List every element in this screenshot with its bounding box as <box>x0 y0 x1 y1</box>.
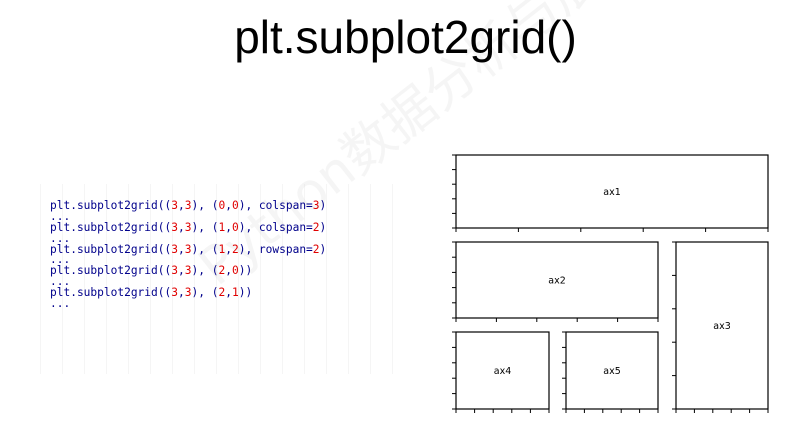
code-text-token: plt.subplot2grid(( <box>50 199 172 212</box>
code-number-token: 1 <box>218 220 226 234</box>
code-number-token: 0 <box>231 264 239 278</box>
code-line: plt.subplot2grid((3,3), (2,0)) <box>50 264 326 278</box>
code-line: ... <box>50 253 326 267</box>
code-number-token: 3 <box>184 242 192 256</box>
code-line: plt.subplot2grid((3,3), (0,0), colspan=3… <box>50 199 327 212</box>
code-number-token: 0 <box>218 199 226 212</box>
ax4-label: ax4 <box>494 366 512 377</box>
code-number-token: 3 <box>171 220 178 234</box>
code-text-token: ), ( <box>191 220 219 234</box>
code-text-token: , <box>225 286 232 300</box>
code-number-token: 0 <box>231 220 239 234</box>
code-text-token: ), colspan= <box>238 199 313 212</box>
code-number-token: 3 <box>312 199 320 212</box>
page-title: plt.subplot2grid() <box>234 11 577 63</box>
code-text-token: ), ( <box>191 242 219 256</box>
code-number-token: 2 <box>218 286 226 300</box>
code-text-token: , <box>178 220 185 234</box>
code-text-token: plt.subplot2grid(( <box>50 220 172 234</box>
code-number-token: 3 <box>171 242 178 256</box>
ax1-axes-box <box>455 154 769 229</box>
code-text-token: , <box>178 264 185 278</box>
code-text-token: , <box>225 220 232 234</box>
ax3-axes-box <box>675 241 769 410</box>
code-text-token: ), ( <box>191 286 219 300</box>
code-text-token: ... <box>50 209 71 223</box>
code-line: plt.subplot2grid((3,3), (2,1)) <box>50 286 326 300</box>
code-line: plt.subplot2grid((3,3), (1,0), colspan=2… <box>50 220 327 234</box>
code-number-token: 2 <box>312 242 320 256</box>
ax2-label: ax2 <box>548 276 566 287</box>
ax2-axes-box <box>455 241 659 319</box>
ax4-axes-box <box>455 331 550 410</box>
code-text-token: , <box>225 242 232 256</box>
code-number-token: 2 <box>231 242 239 256</box>
code-line: ... <box>50 209 326 223</box>
code-text-token: plt.subplot2grid(( <box>50 242 172 256</box>
code-text-token: , <box>225 199 232 212</box>
code-text-token: ), rowspan= <box>238 242 313 256</box>
code-number-token: 2 <box>218 264 226 278</box>
code-text-token: ) <box>319 220 327 234</box>
code-text-token: plt.subplot2grid(( <box>50 286 172 300</box>
ax3-label: ax3 <box>713 321 731 332</box>
code-text-token: )) <box>238 264 253 278</box>
code-text-token: , <box>178 242 185 256</box>
code-number-token: 3 <box>171 286 178 300</box>
code-line: ... <box>50 231 326 245</box>
code-number-token: 0 <box>231 199 239 212</box>
code-number-token: 3 <box>184 220 192 234</box>
code-text-token: ... <box>50 253 71 267</box>
code-line: ... <box>50 297 326 311</box>
code-text-token: )) <box>238 286 253 300</box>
code-number-token: 3 <box>184 199 192 212</box>
ax5-axes-box <box>565 331 659 410</box>
code-text-token: ), colspan= <box>238 220 313 234</box>
code-text-token: ... <box>50 275 71 289</box>
code-text-token: ... <box>50 297 71 311</box>
code-line: ... <box>50 275 326 289</box>
code-number-token: 1 <box>218 242 226 256</box>
code-number-token: 2 <box>312 220 320 234</box>
code-text-token: , <box>178 286 185 300</box>
code-text-token: ... <box>50 231 71 245</box>
code-text-token: , <box>178 199 185 212</box>
ax1-label: ax1 <box>603 187 621 198</box>
ax5-label: ax5 <box>603 366 621 377</box>
code-panel-background <box>40 184 410 374</box>
code-text-token: , <box>225 264 232 278</box>
code-number-token: 3 <box>184 264 192 278</box>
code-text-token: ) <box>319 199 327 212</box>
code-text-token: ) <box>319 242 327 256</box>
code-line: plt.subplot2grid((3,3), (1,2), rowspan=2… <box>50 242 327 256</box>
code-number-token: 3 <box>184 286 192 300</box>
code-number-token: 3 <box>171 199 178 212</box>
code-text-token: ), ( <box>191 264 219 278</box>
code-text-token: ), ( <box>191 199 219 212</box>
code-block: plt.subplot2grid((3,3), (0,0), colspan=3… <box>50 199 327 311</box>
code-number-token: 3 <box>171 264 178 278</box>
code-number-token: 1 <box>231 286 239 300</box>
code-text-token: plt.subplot2grid(( <box>50 264 172 278</box>
